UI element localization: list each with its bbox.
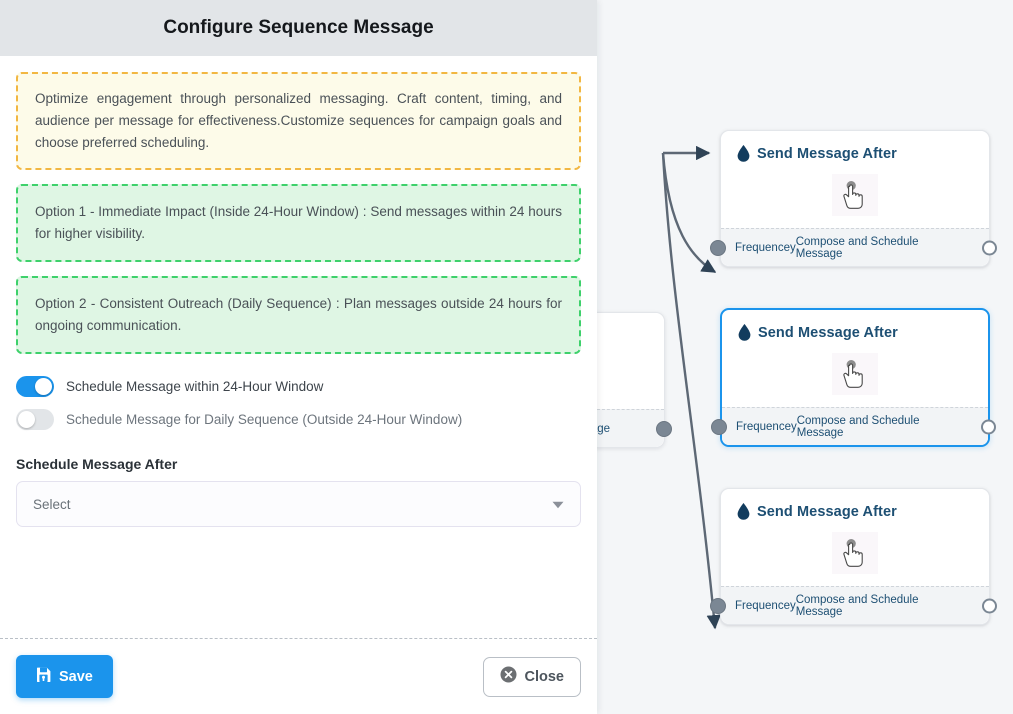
toggle-schedule-within-24-hour[interactable]: [16, 376, 54, 397]
toggle-schedule-daily-sequence-label: Schedule Message for Daily Sequence (Out…: [66, 412, 463, 427]
droplet-icon: [738, 324, 751, 341]
flow-node-2-input-port[interactable]: [711, 418, 727, 435]
save-button-label: Save: [59, 668, 93, 685]
toggle-knob: [35, 378, 52, 395]
flow-node-2-footer: Frequencey Compose and Schedule Message: [711, 407, 996, 445]
flow-node-1-title-row: Send Message After: [737, 145, 973, 162]
source-node-output-port[interactable]: [656, 420, 672, 437]
toggle-row-daily-sequence[interactable]: Schedule Message for Daily Sequence (Out…: [16, 409, 581, 430]
droplet-icon: [737, 145, 750, 162]
schedule-message-after-value: Select: [33, 496, 71, 512]
close-button[interactable]: Close: [482, 656, 581, 697]
close-button-label: Close: [524, 668, 565, 685]
floppy-disk-icon: [36, 667, 51, 686]
info-note: Optimize engagement through personalized…: [16, 72, 581, 170]
flow-node-3-title: Send Message After: [757, 503, 897, 520]
pointing-hand-icon: [832, 353, 878, 395]
dialog-header: Configure Sequence Message: [0, 0, 597, 56]
flow-node-1-input-port[interactable]: [710, 239, 726, 256]
flow-node-1-title: Send Message After: [757, 145, 897, 162]
schedule-message-after-select[interactable]: Select: [16, 481, 581, 527]
flow-node-2-title-row: Send Message After: [738, 324, 972, 341]
flow-node-3-illustration: [737, 526, 973, 580]
circle-x-icon: [500, 666, 517, 687]
flow-node-1-output-port[interactable]: [982, 240, 997, 255]
flow-canvas[interactable]: ce Message Send Message After: [537, 0, 1013, 714]
chevron-down-icon: [552, 497, 564, 512]
edge-to-node-1: [661, 152, 717, 274]
option-1-callout: Option 1 - Immediate Impact (Inside 24-H…: [16, 184, 581, 262]
toggle-row-24-hour-window[interactable]: Schedule Message within 24-Hour Window: [16, 376, 581, 397]
flow-node-1-body: Send Message After: [721, 131, 989, 228]
flow-node-3-title-row: Send Message After: [737, 503, 973, 520]
flow-node-2-output-port[interactable]: [981, 419, 996, 434]
toggle-knob: [18, 411, 35, 428]
flow-node-2-body: Send Message After: [722, 310, 988, 407]
droplet-icon: [737, 503, 750, 520]
flow-node-1-compose-label: Compose and Schedule Message: [795, 235, 919, 260]
schedule-message-after-label: Schedule Message After: [16, 456, 178, 472]
option-2-callout: Option 2 - Consistent Outreach (Daily Se…: [16, 276, 581, 354]
flow-node-3[interactable]: Send Message After Frequencey Compose an…: [710, 488, 997, 625]
configure-sequence-dialog: Configure Sequence Message Optimize enga…: [0, 0, 597, 714]
flow-node-2-frequency-label: Frequencey: [736, 420, 797, 433]
toggle-schedule-daily-sequence[interactable]: [16, 409, 54, 430]
flow-node-3-compose-label: Compose and Schedule Message: [795, 593, 919, 618]
edge-layer: [661, 145, 721, 630]
flow-node-1-frequency-label: Frequencey: [735, 241, 796, 254]
flow-node-1-footer: Frequencey Compose and Schedule Message: [710, 228, 997, 266]
dialog-footer: Save Close: [0, 638, 597, 714]
toggle-schedule-within-24-hour-label: Schedule Message within 24-Hour Window: [66, 379, 324, 394]
pointing-hand-icon: [832, 174, 878, 216]
page-title: Configure Sequence Message: [163, 17, 434, 38]
flow-node-3-frequency-label: Frequencey: [735, 599, 796, 612]
flow-node-2-title: Send Message After: [758, 324, 898, 341]
save-button[interactable]: Save: [16, 655, 113, 698]
flow-node-1[interactable]: Send Message After Frequencey Compose an…: [710, 130, 997, 267]
flow-node-2-illustration: [738, 347, 972, 401]
flow-node-3-output-port[interactable]: [982, 598, 997, 613]
flow-node-2[interactable]: Send Message After Frequencey Compose an…: [711, 308, 996, 447]
flow-node-3-input-port[interactable]: [710, 597, 726, 614]
flow-node-3-body: Send Message After: [721, 489, 989, 586]
flow-node-2-compose-label: Compose and Schedule Message: [796, 414, 920, 439]
flow-node-3-footer: Frequencey Compose and Schedule Message: [710, 586, 997, 624]
edge-to-node-3: [661, 152, 721, 630]
flow-node-1-illustration: [737, 168, 973, 222]
pointing-hand-icon: [832, 532, 878, 574]
dialog-content: Optimize engagement through personalized…: [0, 56, 597, 638]
